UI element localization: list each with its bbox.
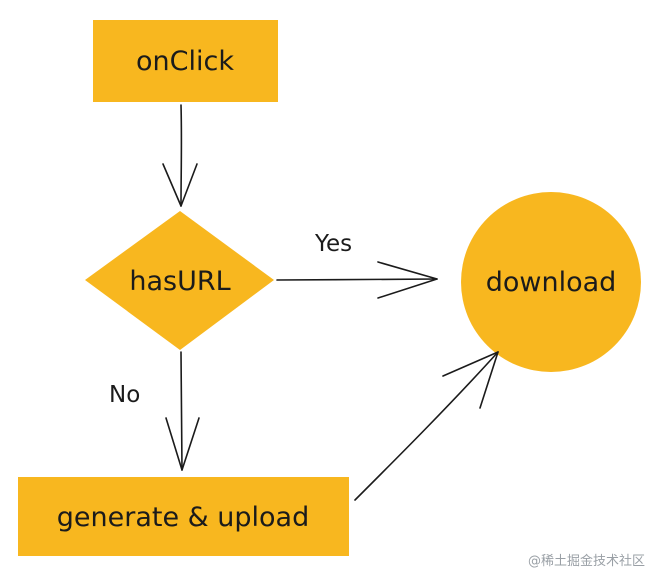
edge-onclick-to-has-url-arrowhead <box>162 163 198 207</box>
edge-has-url-to-download <box>276 261 438 299</box>
node-onclick-box <box>93 20 278 102</box>
node-generate-upload-box <box>18 477 349 556</box>
edge-generate-upload-to-download-arrowhead <box>442 351 499 409</box>
edge-generate-upload-to-download <box>354 351 499 501</box>
node-has-url: hasURL <box>85 211 274 350</box>
node-generate-upload: generate & upload <box>18 477 349 556</box>
edge-has-url-to-download-line <box>276 278 438 281</box>
node-onclick-label: onClick <box>136 46 234 77</box>
edge-onclick-to-has-url <box>162 104 198 207</box>
edge-no-label: No <box>109 382 140 408</box>
node-has-url-label: hasURL <box>129 266 230 297</box>
edge-generate-upload-to-download-line <box>354 351 499 501</box>
node-has-url-diamond <box>85 211 274 350</box>
edge-has-url-to-generate-upload-arrowhead <box>165 417 200 471</box>
watermark: @稀土掘金技术社区 <box>527 554 645 569</box>
node-download-circle <box>461 192 641 372</box>
edge-has-url-to-generate-upload <box>165 351 200 471</box>
node-generate-upload-label: generate & upload <box>57 502 310 533</box>
edge-has-url-to-generate-upload-line <box>180 351 183 471</box>
edge-yes-label: Yes <box>314 231 352 257</box>
node-download-label: download <box>486 267 617 298</box>
node-download: download <box>461 192 641 372</box>
node-onclick: onClick <box>93 20 278 102</box>
edge-has-url-to-download-arrowhead <box>377 261 438 299</box>
